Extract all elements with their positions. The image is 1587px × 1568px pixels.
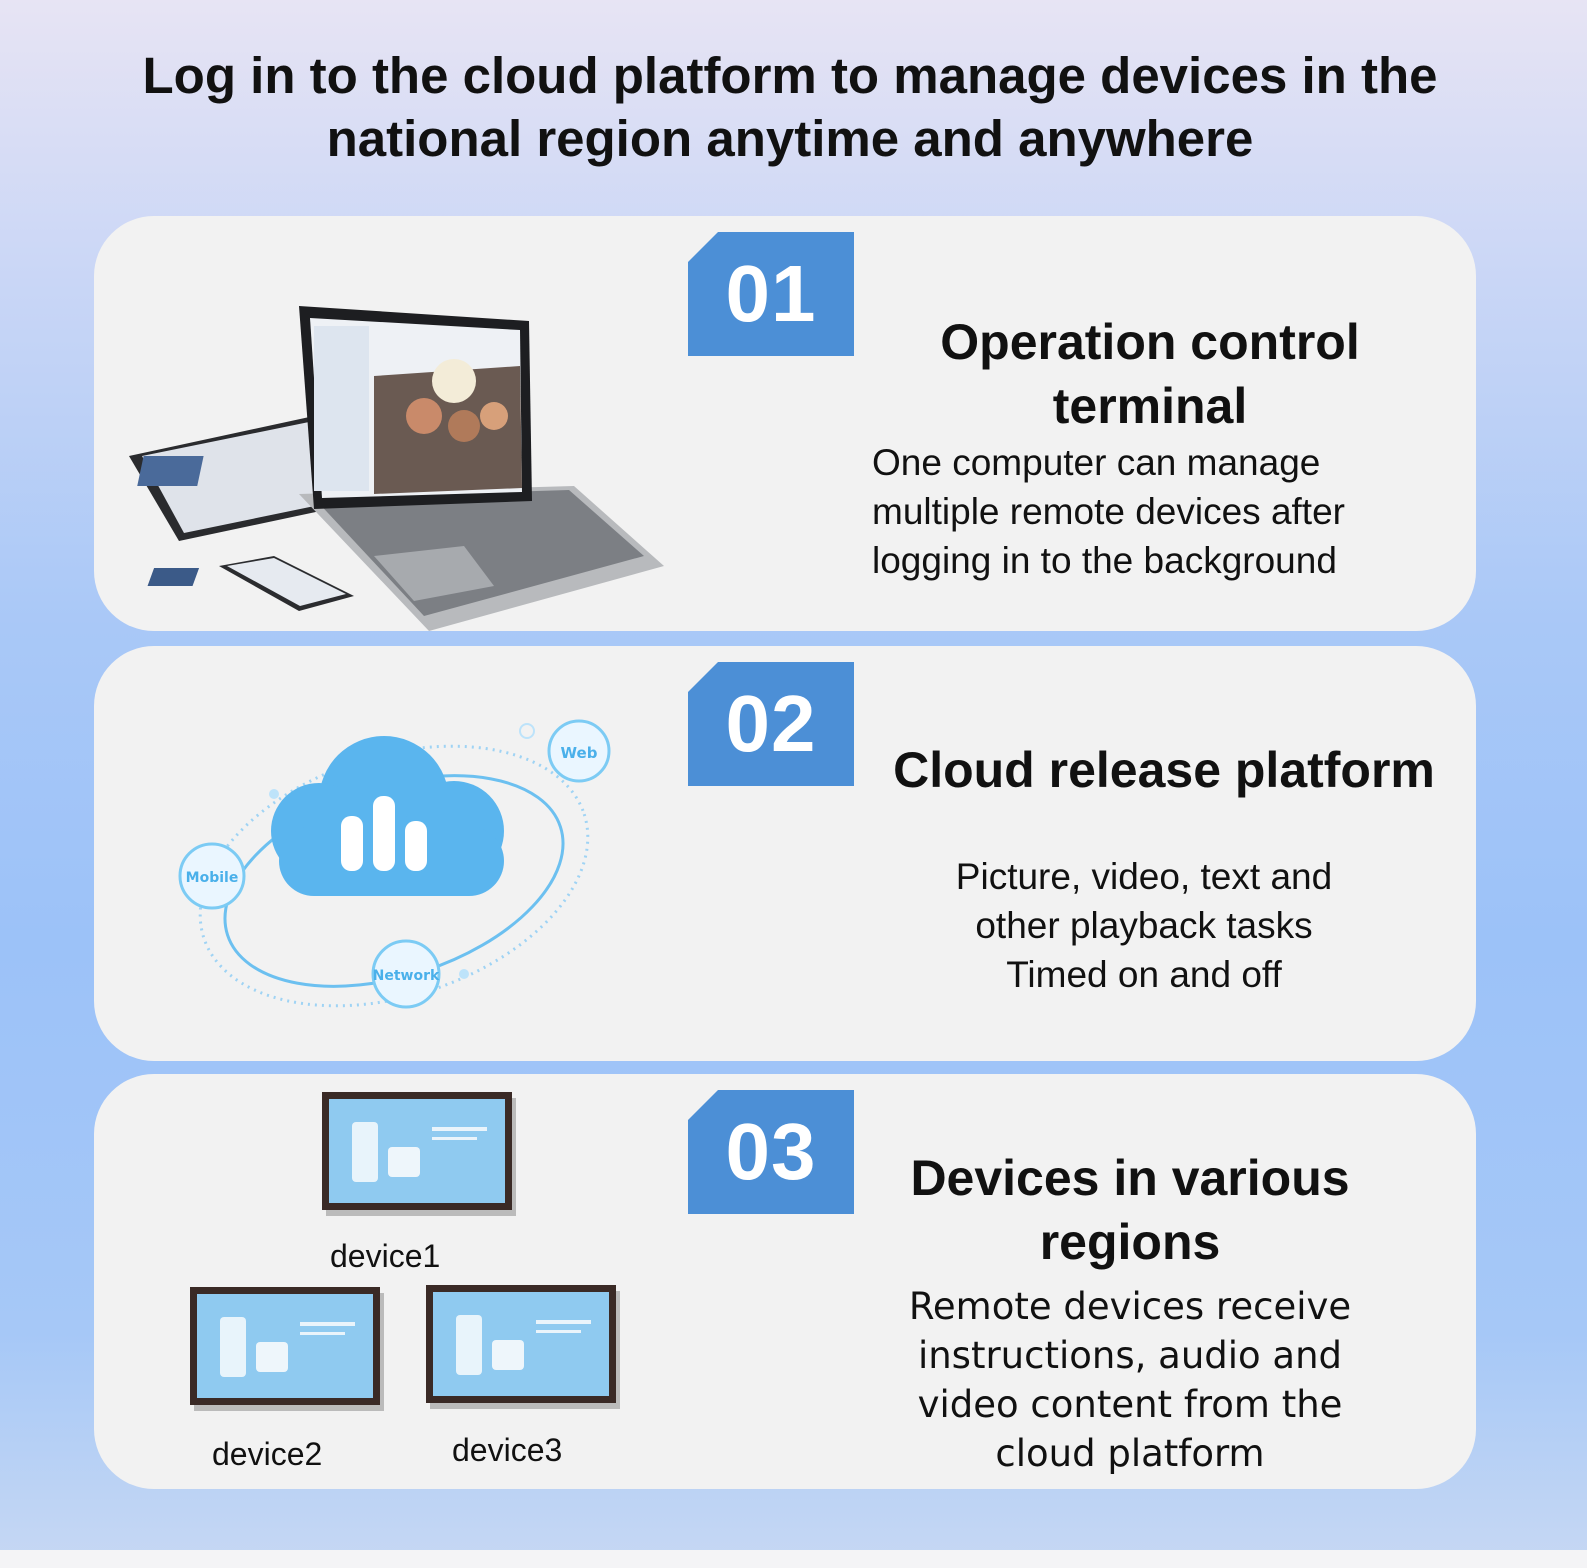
card-heading: Operation control terminal	[940, 314, 1360, 434]
card-heading: Cloud release platform	[893, 742, 1435, 798]
network-label: Network	[373, 968, 440, 984]
card-operation-control: 01 Operation control terminal One comput…	[94, 216, 1476, 631]
device-2-label: device2	[212, 1436, 323, 1472]
cloud-icon	[271, 736, 504, 896]
tablet-icon	[129, 416, 344, 541]
laptop-icon	[299, 306, 664, 631]
mobile-bubble: Mobile	[178, 842, 246, 910]
web-label: Web	[561, 744, 598, 762]
card-description: One computer can manage multiple remote …	[872, 442, 1345, 581]
display-device-1	[322, 1092, 516, 1216]
step-number-badge: 02	[688, 662, 854, 786]
display-device-3	[426, 1285, 620, 1409]
card-description: Picture, video, text and other playback …	[955, 856, 1333, 995]
mobile-label: Mobile	[186, 870, 239, 886]
card-heading: Devices in various regions	[910, 1150, 1350, 1270]
card-description: Remote devices receive instructions, aud…	[908, 1285, 1352, 1475]
device-1-label: device1	[330, 1238, 441, 1274]
card-cloud-release: Web Mobile Network 02 Cloud release plat…	[94, 646, 1476, 1061]
step-number-badge: 01	[688, 232, 854, 356]
card-devices-regions: device1 device2 device3 03 Devices in va…	[94, 1074, 1476, 1489]
network-bubble: Network	[371, 939, 441, 1009]
phone-icon	[147, 556, 354, 611]
cloud-network-illustration: Web Mobile Network	[178, 719, 611, 1009]
bottom-strip	[0, 1550, 1587, 1568]
page-title: Log in to the cloud platform to manage d…	[142, 47, 1438, 167]
device-3-label: device3	[452, 1432, 563, 1468]
laptop-tablet-phone-illustration	[129, 306, 664, 631]
step-number-badge: 03	[688, 1090, 854, 1214]
display-device-2	[190, 1287, 384, 1411]
web-bubble: Web	[547, 719, 611, 783]
